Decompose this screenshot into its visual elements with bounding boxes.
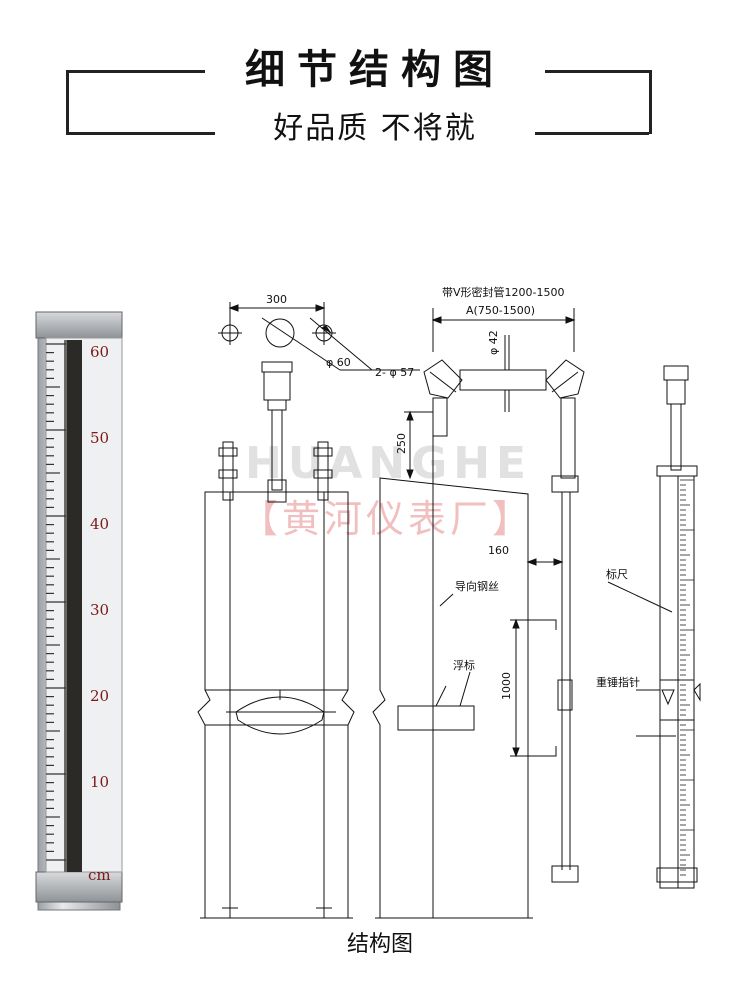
diagram-scale-view <box>607 365 701 889</box>
bottom-caption: 结构图 <box>346 932 413 957</box>
scale-label-40: 40 <box>90 515 109 533</box>
gauge-photo: 60 50 40 30 20 10 cm <box>35 311 123 911</box>
dim-phi60-label: φ 60 <box>326 356 351 369</box>
scale-label-20: 20 <box>90 687 109 705</box>
dim-phi42-label: φ 42 <box>487 330 500 355</box>
label-float: 浮标 <box>453 658 475 672</box>
scale-label-cm: cm <box>88 866 111 884</box>
page-subtitle: 好品质 不将就 <box>215 106 535 152</box>
top-note-label: 带V形密封管1200-1500 <box>442 285 564 299</box>
dim-300-label: 300 <box>266 293 287 306</box>
dim-A-label: A(750-1500) <box>466 304 535 317</box>
scale-ticks <box>680 479 694 876</box>
header-frame <box>66 70 652 134</box>
label-guide-wire: 导向钢丝 <box>455 579 499 593</box>
scale-label-50: 50 <box>90 429 109 447</box>
scale-label-60: 60 <box>90 343 109 361</box>
dim-1000-label: 1000 <box>500 672 513 700</box>
watermark-company: 【黄河仪表厂】 <box>240 497 534 541</box>
watermark-brand: HUANGHE <box>245 438 532 489</box>
gauge-ticks <box>46 343 66 861</box>
dim-160-label: 160 <box>488 544 509 557</box>
scale-label-30: 30 <box>90 601 109 619</box>
dim-2phi57-label: 2- φ 57 <box>375 366 414 379</box>
diagram-front-view <box>372 308 585 919</box>
gauge-scale-labels: 60 50 40 30 20 10 cm <box>88 343 111 884</box>
label-scale: 标尺 <box>606 567 628 581</box>
scale-label-10: 10 <box>90 773 109 791</box>
label-pointer: 重锤指针 <box>596 675 640 689</box>
dim-250-label: 250 <box>395 433 408 454</box>
diagram-side-view <box>197 302 420 919</box>
page-title: 细节结构图 <box>205 42 545 98</box>
